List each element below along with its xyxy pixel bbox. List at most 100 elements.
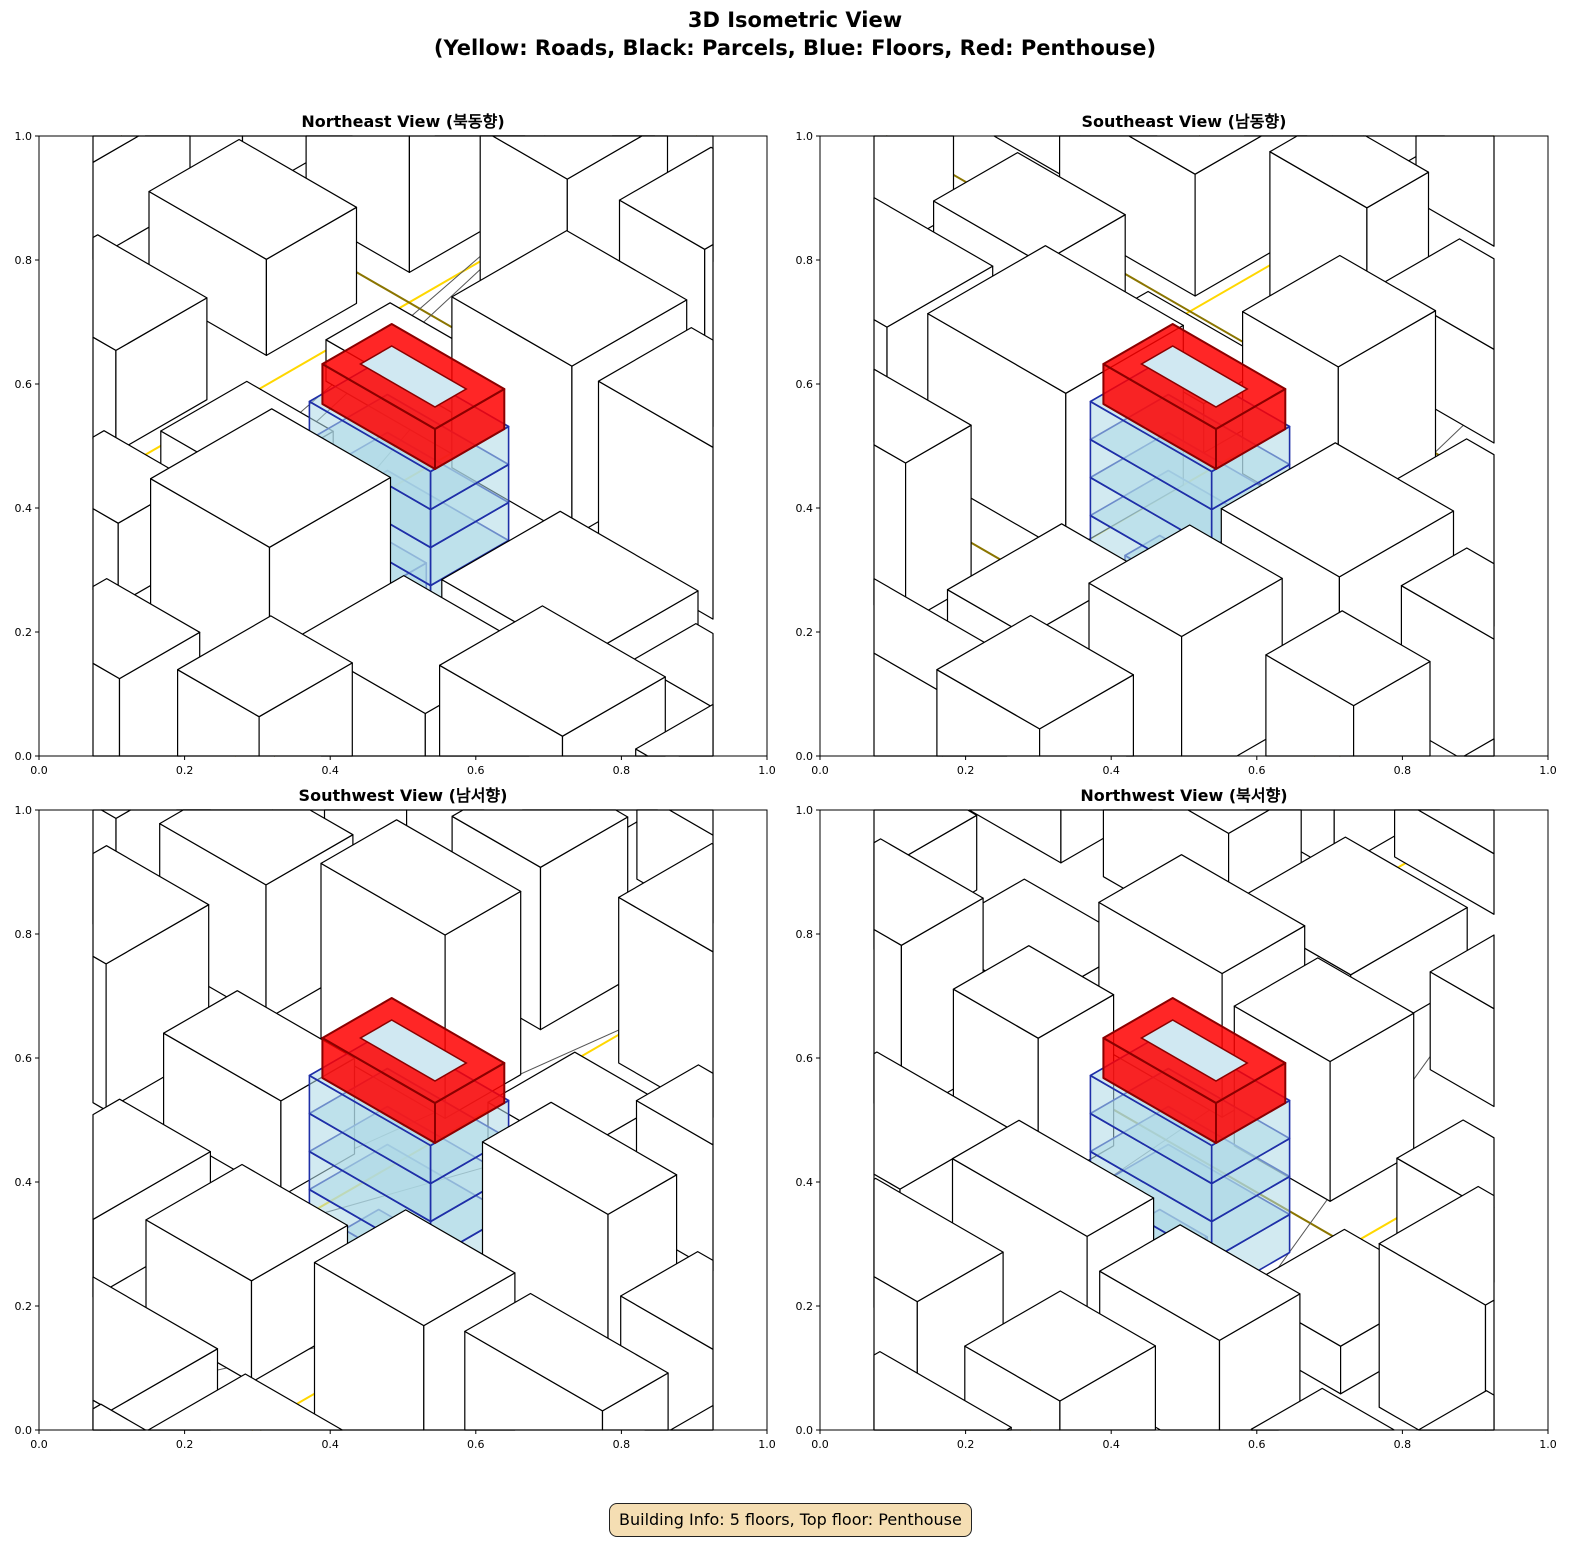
x-tick-label: 0.0 xyxy=(30,1438,48,1451)
y-tick-label: 0.6 xyxy=(15,378,33,391)
top-face xyxy=(1380,238,1495,350)
subplot-1: Northeast View (북동향) 0.0 0.2 0.4 0.6 0.8 1.0 0.… xyxy=(15,112,776,777)
x-tick-label: 0.2 xyxy=(957,764,975,777)
building-info-box: Building Info: 5 floors, Top floor: Pent… xyxy=(609,1503,972,1537)
title-line-1: 3D Isometric View xyxy=(687,8,903,32)
x-tick-label: 0.8 xyxy=(1394,1438,1412,1451)
parcel-building xyxy=(873,368,972,624)
y-tick-label: 0.2 xyxy=(15,626,33,639)
x-tick-label: 0.6 xyxy=(467,1438,485,1451)
y-tick-label: 0.2 xyxy=(796,1300,814,1313)
y-tick-label: 0.2 xyxy=(15,1300,33,1313)
parcel-building xyxy=(1429,934,1495,1108)
top-face xyxy=(481,1101,678,1216)
top-face xyxy=(1099,1224,1301,1342)
x-tick-label: 0.4 xyxy=(1102,1438,1120,1451)
y-tick-label: 0.0 xyxy=(15,750,33,763)
penthouse-courtyard xyxy=(358,345,468,408)
top-face xyxy=(313,1209,516,1327)
y-tick-label: 0.0 xyxy=(796,1424,814,1437)
left-face xyxy=(968,809,1062,864)
y-tick-label: 0.4 xyxy=(796,1176,814,1189)
x-tick-label: 0.8 xyxy=(613,1438,631,1451)
top-face xyxy=(92,845,210,965)
x-tick-label: 1.0 xyxy=(1539,764,1557,777)
x-tick-label: 0.0 xyxy=(30,764,48,777)
subplot-4: Northwest View (북서향) 0.0 0.2 0.4 0.6 0.8 1.0 0.… xyxy=(796,786,1557,1451)
penthouse-courtyard xyxy=(358,1019,468,1082)
y-tick-label: 0.6 xyxy=(796,1052,814,1065)
subplot-title: Northwest View (북서향) xyxy=(1080,786,1287,805)
x-tick-label: 0.0 xyxy=(811,764,829,777)
x-tick-label: 0.2 xyxy=(176,764,194,777)
top-face xyxy=(1429,934,1495,1010)
x-tick-label: 1.0 xyxy=(758,764,776,777)
top-face xyxy=(464,1292,669,1412)
top-face xyxy=(1241,254,1437,368)
x-tick-label: 0.6 xyxy=(1248,1438,1266,1451)
x-tick-label: 0.8 xyxy=(613,764,631,777)
top-face xyxy=(451,230,688,367)
parcel-building xyxy=(92,845,210,1111)
parcel-building xyxy=(439,605,666,757)
left-face xyxy=(92,955,107,1111)
y-tick-label: 0.6 xyxy=(15,1052,33,1065)
subplot-title: Northeast View (북동향) xyxy=(301,112,504,131)
top-face xyxy=(1400,547,1495,640)
parcel-building xyxy=(92,234,208,453)
axes-frame xyxy=(38,809,768,1431)
top-face xyxy=(177,615,353,718)
subplot-title: Southeast View (남동향) xyxy=(1082,112,1287,131)
top-face xyxy=(620,1250,714,1350)
y-tick-label: 0.8 xyxy=(796,254,814,267)
top-face xyxy=(145,1163,349,1282)
top-face xyxy=(92,234,208,351)
x-tick-label: 0.2 xyxy=(176,1438,194,1451)
top-face xyxy=(618,146,714,250)
top-face xyxy=(163,990,356,1102)
parcel-building xyxy=(1393,809,1495,915)
top-face xyxy=(1088,524,1283,638)
subplot-2: Southeast View (남동향) 0.0 0.2 0.4 0.6 0.8 1.0 0.… xyxy=(796,112,1557,777)
x-tick-label: 0.8 xyxy=(1394,764,1412,777)
top-face xyxy=(320,819,522,936)
top-face xyxy=(873,197,994,328)
x-tick-label: 0.0 xyxy=(811,1438,829,1451)
top-face xyxy=(873,1177,1004,1303)
top-face xyxy=(618,842,714,953)
top-face xyxy=(148,138,358,260)
y-tick-label: 0.4 xyxy=(15,502,33,515)
axes-frame xyxy=(819,809,1549,1431)
penthouse-courtyard xyxy=(1139,345,1249,408)
y-tick-label: 0.8 xyxy=(15,254,33,267)
parcel-building xyxy=(936,614,1135,757)
penthouse-courtyard xyxy=(1139,1019,1249,1082)
y-tick-label: 1.0 xyxy=(15,130,33,143)
top-face xyxy=(964,1290,1157,1402)
top-face xyxy=(92,577,201,680)
axes-frame xyxy=(819,135,1549,757)
top-face xyxy=(873,368,972,464)
parcel-building xyxy=(177,615,353,757)
y-tick-label: 0.2 xyxy=(796,626,814,639)
top-face xyxy=(951,1119,1155,1238)
x-tick-label: 0.2 xyxy=(957,1438,975,1451)
top-face xyxy=(439,605,666,737)
top-face xyxy=(597,327,714,448)
y-tick-label: 0.4 xyxy=(796,502,814,515)
x-tick-label: 0.6 xyxy=(1248,764,1266,777)
top-face xyxy=(1220,442,1455,578)
penthouse xyxy=(1102,997,1287,1144)
y-tick-label: 0.8 xyxy=(796,928,814,941)
y-tick-label: 1.0 xyxy=(796,804,814,817)
top-face xyxy=(1378,1185,1495,1306)
top-face xyxy=(1098,854,1306,975)
top-face xyxy=(1228,836,1468,976)
scene xyxy=(873,135,1495,757)
parcel-building xyxy=(618,842,714,1119)
parcel-building xyxy=(464,1292,669,1431)
right-face xyxy=(1180,577,1283,757)
top-face xyxy=(952,945,1115,1039)
